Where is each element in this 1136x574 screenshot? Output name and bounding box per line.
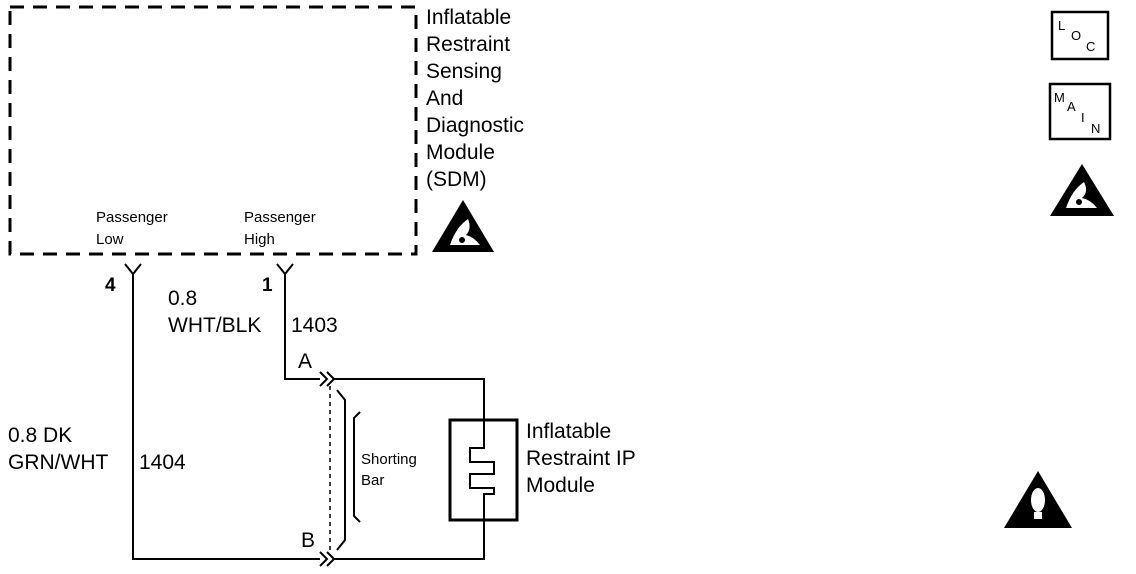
sdm-title: Inflatable Restraint Sensing And Diagnos… [426,6,524,191]
ip-module-title-3: Module [526,474,595,497]
connector-shell [336,389,346,551]
esd-warning-icon [432,200,494,252]
caution-triangle-icon [1004,471,1072,528]
svg-text:And: And [426,87,463,110]
svg-text:Module: Module [426,141,495,164]
ip-module-title-1: Inflatable [526,420,611,443]
connector-pin-b-label: B [301,529,315,552]
shorting-bar-bracket [353,411,361,523]
connector-pin-a-glyph [319,371,336,387]
wire-1404-gauge: 0.8 DK [8,424,72,447]
terminal-high-label-2: High [244,231,275,248]
svg-text:L: L [1058,18,1065,33]
connector-pin-a-label: A [298,350,312,373]
svg-text:Sensing: Sensing [426,60,502,83]
svg-text:C: C [1086,39,1095,54]
svg-text:Restraint: Restraint [426,33,510,56]
svg-text:A: A [1067,99,1076,114]
shorting-bar-label-2: Bar [361,472,384,489]
svg-text:Inflatable: Inflatable [426,6,511,29]
wire-to-module-b [334,520,485,560]
pin-number-high: 1 [262,275,273,296]
pin-number-low: 4 [105,275,116,296]
esd-warning-icon [1050,164,1114,216]
terminal-low-label-1: Passenger [96,209,168,226]
wire-1403-color: WHT/BLK [168,314,261,337]
wire-1403-gauge: 0.8 [168,287,197,310]
wire-1404-circuit: 1404 [139,451,186,474]
wire-1403-sdm-side [284,282,320,380]
terminal-glyph-low [124,263,142,282]
terminal-glyph-high [276,263,294,282]
loc-icon[interactable]: L O C [1050,10,1110,61]
svg-text:M: M [1054,90,1065,105]
connector-pin-b-glyph [319,551,336,567]
terminal-low-label-2: Low [96,231,124,248]
wire-1404-sdm-side [132,282,320,560]
svg-text:(SDM): (SDM) [426,168,487,191]
svg-text:O: O [1071,28,1081,43]
wire-to-module-a [334,378,485,420]
sdm-module-box [8,5,418,256]
ip-module-title-2: Restraint IP [526,447,636,470]
svg-text:I: I [1081,110,1085,125]
svg-text:Diagnostic: Diagnostic [426,114,524,137]
wire-1404-color: GRN/WHT [8,451,108,474]
terminal-high-label-1: Passenger [244,209,316,226]
wire-1403-circuit: 1403 [291,314,338,337]
svg-text:N: N [1091,121,1100,136]
main-icon[interactable]: M A I N [1048,82,1112,141]
inflator-element [469,420,495,520]
shorting-bar-label-1: Shorting [361,451,417,468]
